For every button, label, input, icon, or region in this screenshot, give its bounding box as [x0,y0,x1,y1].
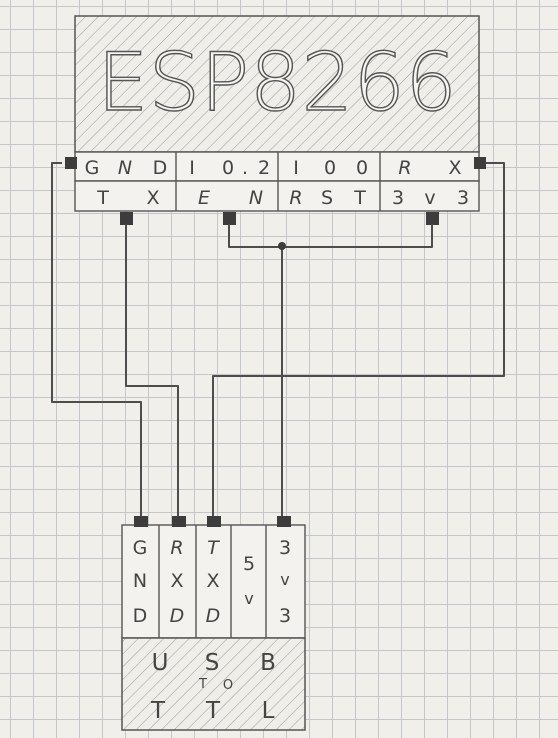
usb-label-letter: T [198,677,207,692]
pad-en [223,212,236,225]
esp-pin-header [74,151,480,212]
usb-label-letter: L [262,698,275,724]
pin-label: N [133,570,147,592]
usb-hatched-body [121,637,306,731]
wire-junction-dot [278,242,286,250]
esp-pin-labels-bottom: T X E N R S T 3 v 3 [96,187,469,209]
pin-label: R [170,537,183,559]
pin-label: 2 [258,157,270,179]
pad-usb-gnd [134,516,148,527]
pin-label: T [207,537,220,559]
pin-label: D [170,605,185,627]
usb-label-letter: S [205,650,220,676]
pin-label: R [289,187,302,209]
esp-pin-labels-top: G N D I 0 . 2 I 0 0 R X [85,157,462,179]
pin-label: X [448,157,461,179]
usb-pin-block [121,524,306,639]
pin-label: 5 [243,553,255,575]
pin-label: I [293,157,299,179]
esp8266-module: ESP8266 G N D I 0 . 2 I 0 0 R X T X [65,15,486,225]
pad-tx [120,212,133,225]
wire-rx-to-txd [212,162,505,517]
usb-label-letter: T [205,698,221,724]
usb-label-letter: O [223,678,233,693]
pin-label: X [206,570,219,592]
usb-to-ttl-adapter: G N D R X D T X D 5 v 3 v 3 U S B T O T … [121,516,306,731]
usb-label-letter: U [152,650,169,676]
pin-label: S [321,187,333,209]
pin-label: N [118,157,132,179]
esp8266-hatched-body [74,15,480,153]
pin-label: I [189,157,195,179]
pin-label: T [353,187,366,209]
esp8266-title: ESP8266 [97,36,457,129]
pad-gnd [65,157,77,169]
esp-connection-pads [65,157,486,225]
pin-label: G [133,537,148,559]
pin-label: v [424,187,435,209]
pad-3v3 [426,212,439,225]
pad-usb-rxd [172,516,186,527]
pin-label: D [133,605,148,627]
pin-label: E [198,187,210,209]
pin-label: X [146,187,159,209]
pin-label: R [398,157,411,179]
wire-tx-to-rxd [125,224,179,517]
pin-label: 3 [457,187,469,209]
pin-label: 3 [392,187,404,209]
usb-pin-labels: G N D R X D T X D 5 v 3 v 3 [133,537,291,627]
wires [51,162,505,517]
pin-label: 3 [279,537,291,559]
wire-en-3v3-bridge [228,224,433,248]
pin-label: 3 [279,605,291,627]
pin-label: 0 [222,157,234,179]
pad-usb-3v3 [277,516,291,527]
usb-connection-pads [134,516,291,527]
wire-gnd [51,162,142,517]
pin-label: 0 [356,157,368,179]
pin-label: G [85,157,100,179]
pin-label: N [249,187,263,209]
usb-label-letter: B [260,650,276,676]
pin-label: X [170,570,183,592]
pin-label: v [244,589,253,608]
pin-label: D [153,157,168,179]
usb-to-ttl-label: U S B T O T T L [150,650,276,724]
pin-label: 0 [324,157,336,179]
pad-usb-txd [207,516,221,527]
usb-label-letter: T [150,698,166,724]
pad-rx [474,157,486,169]
pin-label: D [206,605,221,627]
pin-label: . [242,157,248,179]
pin-label: v [280,570,289,589]
pin-label: T [96,187,109,209]
